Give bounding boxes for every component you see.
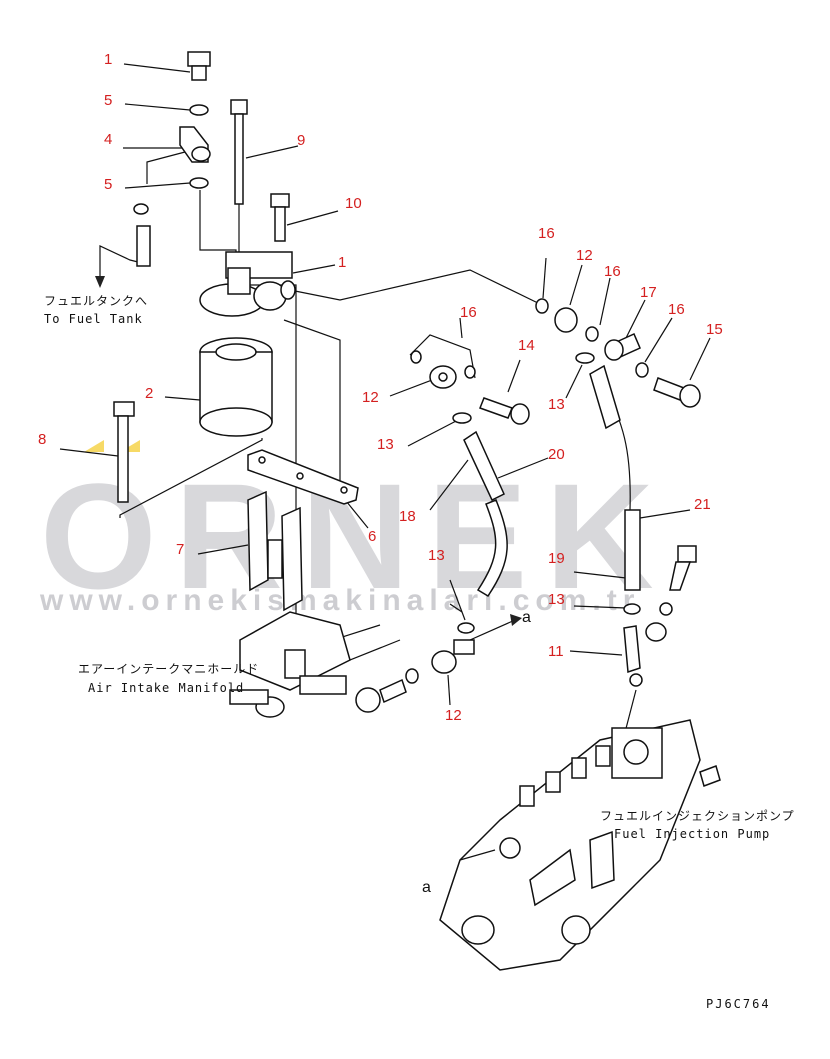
part-hose-18 <box>476 499 508 598</box>
callout-12-a: 12 <box>576 247 593 264</box>
callout-14: 14 <box>518 337 535 354</box>
part-washer-5-lower <box>189 177 209 189</box>
watermark: ORNEK www.ornekismakinalari.com.tr <box>39 440 672 620</box>
part-bolt-19 <box>669 545 697 591</box>
part-spacer-7 <box>247 490 303 612</box>
part-washer-5-upper <box>189 104 209 116</box>
callout-12-c: 12 <box>445 707 462 724</box>
part-manifold <box>229 611 351 718</box>
part-bolt-8 <box>113 401 135 503</box>
callout-5-upper: 5 <box>104 92 112 109</box>
callout-20: 20 <box>548 446 565 463</box>
part-hose-right-upper <box>589 364 621 430</box>
part-injection-pump <box>439 719 721 971</box>
part-fitting-17 <box>604 333 641 361</box>
part-clip <box>133 203 151 267</box>
part-eye-12-right <box>554 307 578 333</box>
label-fuel-tank-en: To Fuel Tank <box>44 312 143 326</box>
callout-15: 15 <box>706 321 723 338</box>
label-pump-jp: フュエルインジェクションポンプ <box>600 809 795 823</box>
part-hose-20 <box>463 430 505 502</box>
callout-9: 9 <box>297 132 305 149</box>
part-clamp-13-bottom <box>623 603 641 615</box>
part-bolt-10 <box>270 193 290 242</box>
callout-4: 4 <box>104 131 112 148</box>
callout-19: 19 <box>548 550 565 567</box>
part-washer-16-b <box>464 365 476 379</box>
part-hose-21 <box>624 509 641 591</box>
label-manifold-jp: エアーインテークマニホールド <box>78 662 259 676</box>
part-fitting-11 <box>623 622 667 674</box>
drawing-code: PJ6C764 <box>706 997 771 1011</box>
callout-18: 18 <box>399 508 416 525</box>
part-washer-right-bottom <box>659 602 673 616</box>
part-washer-16-d <box>585 326 599 342</box>
part-bracket-4 <box>179 126 211 163</box>
callout-12-b: 12 <box>362 389 379 406</box>
part-washer-pump <box>629 673 643 687</box>
label-fuel-tank-jp: フュエルタンクへ <box>44 294 148 308</box>
callout-2: 2 <box>145 385 153 402</box>
part-bolt-lower <box>355 678 407 713</box>
callout-13-b: 13 <box>377 436 394 453</box>
part-bolt-9 <box>230 99 248 205</box>
callout-13-d: 13 <box>548 591 565 608</box>
callout-13-c: 13 <box>428 547 445 564</box>
callout-16-a: 16 <box>538 225 555 242</box>
part-washer-16-c <box>535 298 549 314</box>
label-manifold-en: Air Intake Manifold <box>88 681 244 695</box>
part-eye-12-lower <box>431 639 475 674</box>
ref-a-upper: a <box>522 609 531 626</box>
callout-6: 6 <box>368 528 376 545</box>
part-bolt-14 <box>479 397 530 425</box>
labels: フュエルタンクへ To Fuel Tank エアーインテークマニホールド Air… <box>44 294 795 1011</box>
part-fuel-filter-2 <box>199 337 273 437</box>
part-washer-lower <box>405 668 419 684</box>
part-washer-16-a <box>410 350 422 364</box>
callout-7: 7 <box>176 541 184 558</box>
part-clamp-13-center <box>452 412 472 424</box>
arrow-icon <box>95 276 105 288</box>
callout-8: 8 <box>38 431 46 448</box>
part-washer-16-e <box>635 362 649 378</box>
part-plate-6 <box>247 449 359 505</box>
callout-16-d: 16 <box>460 304 477 321</box>
watermark-accent-left <box>84 440 104 452</box>
ref-a-lower: a <box>422 879 431 896</box>
callout-10: 10 <box>345 195 362 212</box>
callout-11: 11 <box>548 643 564 660</box>
label-pump-en: Fuel Injection Pump <box>614 827 770 841</box>
callout-21: 21 <box>694 496 711 513</box>
part-clamp-13-right <box>575 352 595 364</box>
callout-5-lower: 5 <box>104 176 112 193</box>
arrow-icon <box>510 614 522 626</box>
callout-13-a: 13 <box>548 396 565 413</box>
part-clamp-13-lower <box>457 622 475 634</box>
part-bolt-15 <box>653 377 701 408</box>
watermark-url: www.ornekismakinalari.com.tr <box>39 584 640 617</box>
callouts: 1 5 4 5 9 10 1 2 8 7 6 16 12 16 17 16 15… <box>38 51 723 724</box>
callout-1: 1 <box>338 254 346 271</box>
part-eye-12-center <box>429 365 457 389</box>
part-bolt-3 <box>187 51 211 81</box>
part-filter-head-1 <box>199 251 296 317</box>
callout-16-c: 16 <box>668 301 685 318</box>
callout-3: 1 <box>104 51 112 68</box>
watermark-brand: ORNEK <box>40 452 672 620</box>
callout-17: 17 <box>640 284 657 301</box>
callout-16-b: 16 <box>604 263 621 280</box>
